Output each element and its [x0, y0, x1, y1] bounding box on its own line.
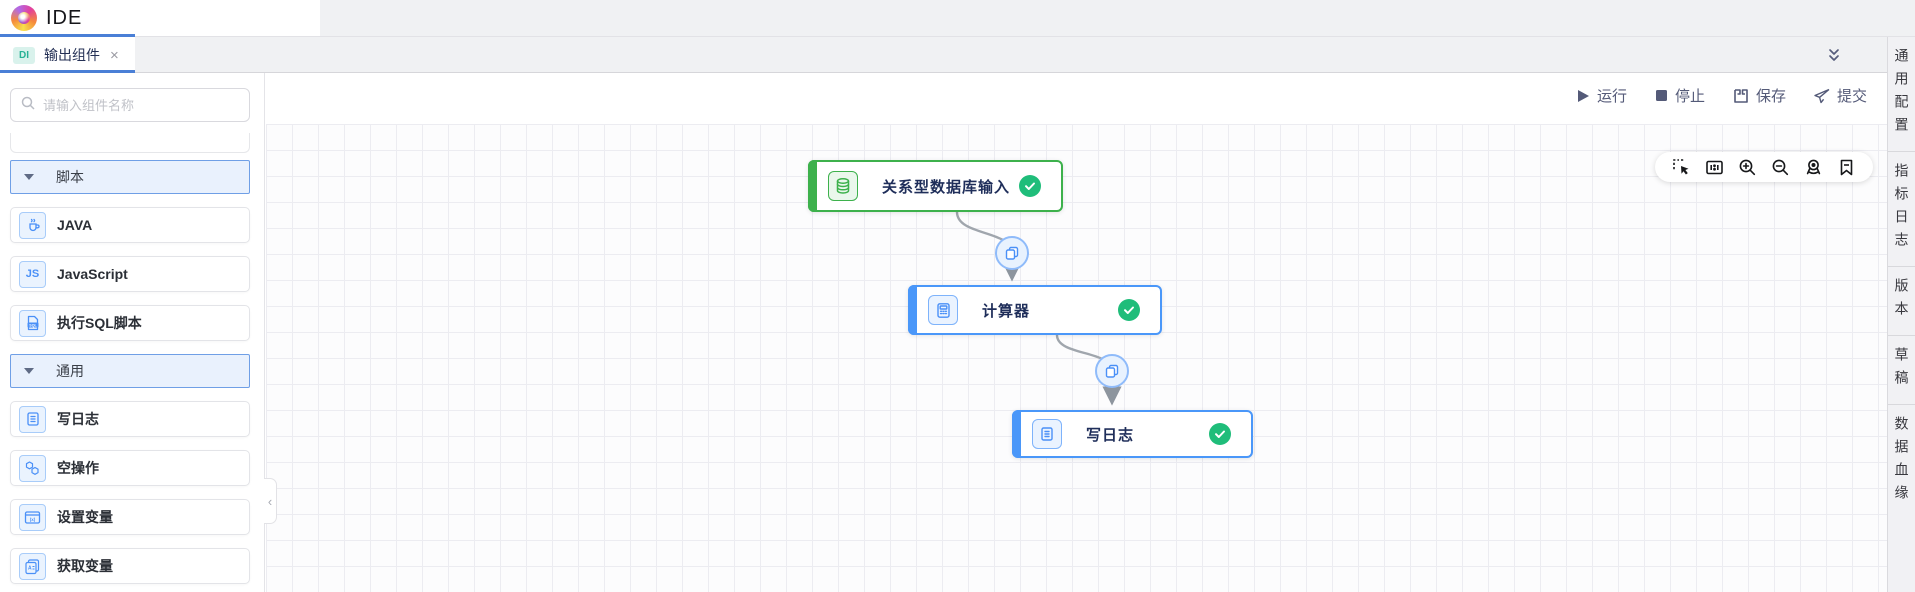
svg-text:A: A	[28, 565, 32, 571]
canvas-mini-toolbar	[1655, 152, 1873, 182]
editor-tab-bar: DI 输出组件 ×	[0, 37, 1887, 73]
caret-down-icon	[24, 368, 34, 374]
right-tab-metric-log[interactable]: 指标日志	[1893, 163, 1910, 255]
component-item-sql-script[interactable]: SQL 执行SQL脚本	[10, 305, 250, 341]
strip-divider	[1888, 151, 1915, 152]
bookmark-icon[interactable]	[1837, 157, 1857, 177]
sidebar-collapse-handle[interactable]: ‹	[264, 478, 277, 524]
right-tab-data-lineage[interactable]: 数据血缘	[1893, 416, 1910, 508]
node-accent-bar	[908, 285, 917, 335]
get-variable-icon: A	[19, 552, 46, 580]
list-item-partial[interactable]	[10, 133, 250, 153]
success-check-icon	[1019, 175, 1041, 197]
run-toolbar: 运行 停止 保存 提交	[1576, 85, 1867, 106]
strip-divider	[1888, 266, 1915, 267]
stop-icon	[1655, 89, 1668, 102]
panel-divider	[264, 73, 265, 592]
flow-canvas[interactable]: 关系型数据库输入 计算器	[265, 73, 1887, 592]
caret-down-icon	[24, 174, 34, 180]
strip-divider	[1888, 404, 1915, 405]
success-check-icon	[1209, 423, 1231, 445]
paper-plane-icon	[1814, 88, 1830, 104]
node-label: 关系型数据库输入	[882, 178, 1011, 196]
tab-label: 输出组件	[44, 47, 100, 63]
play-icon	[1576, 89, 1590, 103]
node-accent-bar	[808, 160, 817, 212]
component-item-set-variable[interactable]: (x) 设置变量	[10, 499, 250, 535]
node-label: 计算器	[982, 302, 1031, 320]
right-panel-tabs: 通用配置 指标日志 版本 草稿 数据血缘	[1887, 37, 1915, 592]
node-calculator[interactable]: 计算器	[908, 285, 1162, 335]
node-label: 写日志	[1086, 426, 1135, 444]
di-badge: DI	[13, 46, 35, 64]
right-tab-general-config[interactable]: 通用配置	[1893, 48, 1910, 140]
component-item-get-variable[interactable]: A 获取变量	[10, 548, 250, 584]
canvas-grid	[266, 124, 1887, 592]
svg-text:SQL: SQL	[29, 324, 37, 328]
calculator-icon	[928, 295, 958, 325]
zoom-in-icon[interactable]	[1738, 157, 1758, 177]
marquee-select-icon[interactable]	[1672, 157, 1692, 177]
sql-file-icon: SQL	[19, 309, 46, 337]
run-button[interactable]: 运行	[1576, 85, 1627, 106]
section-common[interactable]: 通用	[10, 354, 250, 388]
section-script[interactable]: 脚本	[10, 160, 250, 194]
app-logo	[11, 5, 37, 31]
right-tab-draft[interactable]: 草稿	[1893, 347, 1910, 393]
tab-output-component[interactable]: DI 输出组件 ×	[0, 37, 135, 73]
submit-button[interactable]: 提交	[1814, 85, 1867, 106]
double-chevron-down-icon[interactable]	[1825, 46, 1843, 64]
node-database-input[interactable]: 关系型数据库输入	[808, 160, 1063, 212]
database-icon	[828, 171, 858, 201]
locate-icon[interactable]	[1804, 157, 1824, 177]
minimap-icon[interactable]	[1705, 157, 1725, 177]
edge-copy-badge[interactable]	[995, 236, 1029, 270]
component-item-java[interactable]: JAVA	[10, 207, 250, 243]
tab-close-icon[interactable]: ×	[110, 46, 119, 64]
save-button[interactable]: 保存	[1733, 85, 1786, 106]
app-title: IDE	[46, 7, 83, 29]
set-variable-icon: (x)	[19, 503, 46, 531]
component-item-javascript[interactable]: JS JavaScript	[10, 256, 250, 292]
strip-divider	[1888, 335, 1915, 336]
node-write-log[interactable]: 写日志	[1012, 410, 1253, 458]
app-header: IDE	[0, 0, 1915, 37]
write-log-icon	[1032, 419, 1062, 449]
component-search[interactable]	[10, 88, 250, 122]
header-gray-area	[320, 0, 1915, 36]
edge-copy-badge[interactable]	[1095, 354, 1129, 388]
svg-text:(x): (x)	[30, 516, 36, 521]
component-list: 脚本 JAVA JS JavaScript SQL	[10, 133, 250, 592]
component-item-write-log[interactable]: 写日志	[10, 401, 250, 437]
component-item-noop[interactable]: 空操作	[10, 450, 250, 486]
noop-hexagons-icon	[19, 454, 46, 482]
stop-button[interactable]: 停止	[1655, 85, 1705, 106]
search-input[interactable]	[43, 97, 239, 113]
right-tab-version[interactable]: 版本	[1893, 278, 1910, 324]
component-sidebar: 脚本 JAVA JS JavaScript SQL	[0, 73, 260, 592]
java-icon	[19, 211, 46, 239]
success-check-icon	[1118, 299, 1140, 321]
copy-icon	[1105, 364, 1119, 378]
node-accent-bar	[1012, 410, 1021, 458]
save-icon	[1733, 88, 1749, 104]
search-icon	[21, 96, 35, 115]
write-log-icon	[19, 405, 46, 433]
active-tab-top-accent	[0, 34, 135, 37]
js-icon: JS	[19, 260, 46, 288]
copy-icon	[1005, 246, 1019, 260]
zoom-out-icon[interactable]	[1771, 157, 1791, 177]
